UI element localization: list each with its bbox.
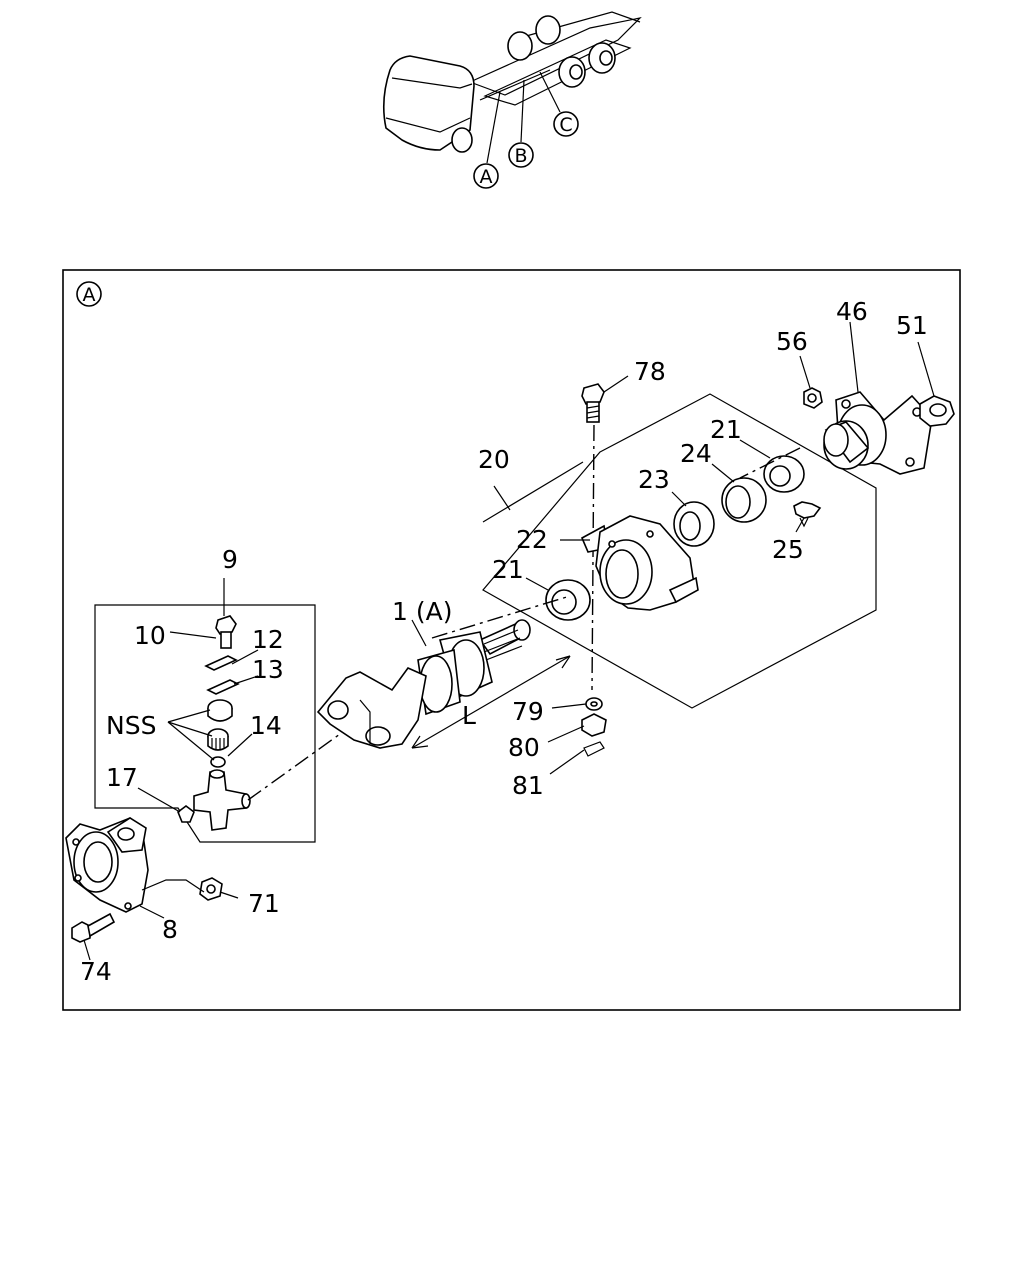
label-22: 22: [516, 525, 548, 554]
label-71: 71: [248, 889, 280, 918]
label-74: 74: [80, 957, 112, 986]
label-23: 23: [638, 465, 670, 494]
bearing-cap-nss: [207, 699, 233, 722]
label-dimension-l: L: [462, 701, 476, 730]
seal-14: [210, 756, 226, 768]
label-20: 20: [478, 445, 510, 474]
flange-46: [823, 391, 933, 475]
needle-bearing-nss: [207, 728, 229, 751]
label-9: 9: [222, 545, 238, 574]
label-8: 8: [162, 915, 178, 944]
nut-71: [199, 877, 223, 901]
label-21-right: 21: [710, 415, 742, 444]
label-56: 56: [776, 327, 808, 356]
callout-b-label: B: [514, 145, 527, 167]
nut-80: [581, 713, 607, 737]
label-51: 51: [896, 311, 928, 340]
part-labels: 78 46 51 56 20 21 24 23 22 25 21 1 (A) 9…: [80, 297, 928, 986]
spider-cross: [193, 769, 251, 831]
label-80: 80: [508, 733, 540, 762]
label-81: 81: [512, 771, 544, 800]
bearing-group-outline: [482, 393, 877, 709]
callout-b-circle: [508, 142, 534, 168]
bolt-axis-line: [591, 424, 595, 691]
callout-c-label: C: [559, 114, 572, 136]
lock-plate-13: [206, 679, 240, 695]
flange-axis-line: [739, 447, 801, 479]
ujoint-axis-line: [247, 733, 341, 801]
flange-yoke-8: [65, 817, 149, 913]
ujoint-kit-outline: [94, 604, 316, 843]
grease-nipple-25: [793, 501, 822, 528]
seal-21-left: [545, 579, 591, 621]
label-21-left: 21: [492, 555, 524, 584]
nut-51: [919, 395, 955, 427]
bolt-10: [215, 615, 237, 649]
detail-panel-frame: [62, 269, 961, 1011]
view-tag-circle: [76, 281, 102, 307]
bearing-23: [673, 501, 715, 547]
label-nss: NSS: [106, 711, 156, 740]
label-12: 12: [252, 625, 284, 654]
bolt-74: [71, 912, 116, 943]
label-17: 17: [106, 763, 138, 792]
seal-21-right: [763, 455, 805, 493]
shaft-yoke: [316, 667, 427, 749]
ring-24: [721, 477, 767, 523]
lock-plate-12: [204, 655, 238, 671]
callout-a-circle: [473, 163, 499, 189]
leader-lines: [83, 321, 935, 961]
callout-c-circle: [553, 111, 579, 137]
label-79: 79: [512, 697, 544, 726]
truck-overview: A B C: [382, 11, 642, 189]
grease-nipple-17: [177, 805, 195, 823]
label-13: 13: [252, 655, 284, 684]
bearing-housing-22: [580, 515, 699, 611]
label-25: 25: [772, 535, 804, 564]
label-14: 14: [250, 711, 282, 740]
yoke-to-nut-line: [141, 879, 205, 893]
label-78: 78: [634, 357, 666, 386]
propeller-shaft-1a: [417, 619, 531, 716]
callout-a-label: A: [480, 166, 493, 188]
bolt-78: [581, 383, 605, 423]
label-46: 46: [836, 297, 868, 326]
label-10: 10: [134, 621, 166, 650]
view-tag-label: A: [83, 284, 96, 306]
label-1a: 1 (A): [392, 597, 452, 626]
washer-79: [585, 697, 603, 711]
nut-56: [803, 387, 823, 409]
cotter-pin-81: [583, 741, 605, 757]
shaft-axis-line: [431, 595, 571, 639]
dimension-l: [411, 655, 571, 749]
label-24: 24: [680, 439, 712, 468]
